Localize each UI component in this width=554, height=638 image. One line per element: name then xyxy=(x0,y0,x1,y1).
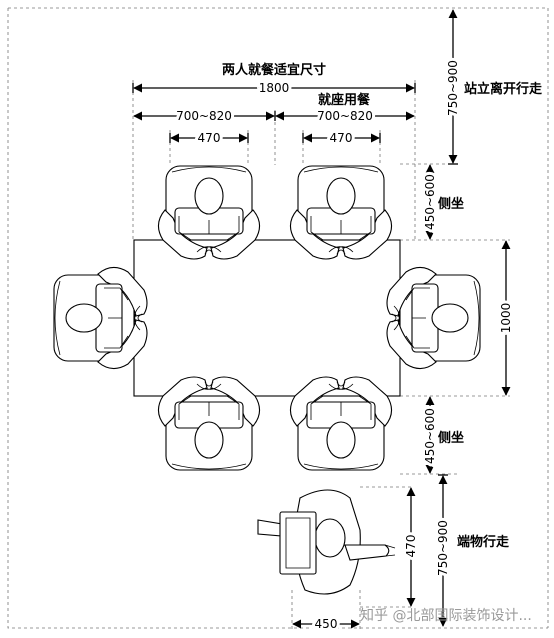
chair-right-end xyxy=(386,266,481,370)
label-side-sit-bottom: 侧坐 xyxy=(438,430,464,446)
chair-left-end xyxy=(53,266,148,370)
watermark: 知乎 @北部国际装饰设计... xyxy=(360,607,532,624)
diagram-title: 两人就餐适宜尺寸 xyxy=(222,62,326,78)
dining-table xyxy=(133,239,401,397)
dim-serve-width: 450 xyxy=(315,617,338,631)
label-stand-leave: 站立离开行走 xyxy=(464,81,543,97)
dim-left-width: 700~820 xyxy=(176,109,232,123)
dim-side-top: 450~600 xyxy=(423,174,437,230)
dim-stand-leave: 750~900 xyxy=(446,60,460,116)
dim-serve-pass: 750~900 xyxy=(436,520,450,576)
dim-left-seat: 470 xyxy=(198,131,221,145)
dim-right-width: 700~820 xyxy=(317,109,373,123)
label-serve-walk: 端物行走 xyxy=(457,534,510,550)
label-side-sit-top: 侧坐 xyxy=(438,196,464,212)
label-seated-dining: 就座用餐 xyxy=(318,92,371,108)
outer-frame xyxy=(7,8,548,629)
dim-total-width: 1800 xyxy=(259,81,290,95)
serving-person xyxy=(257,489,396,595)
dim-side-bottom: 450~600 xyxy=(423,408,437,464)
dim-right-seat: 470 xyxy=(330,131,353,145)
dim-table-depth: 1000 xyxy=(499,303,513,334)
dim-serve-depth: 470 xyxy=(404,535,418,558)
